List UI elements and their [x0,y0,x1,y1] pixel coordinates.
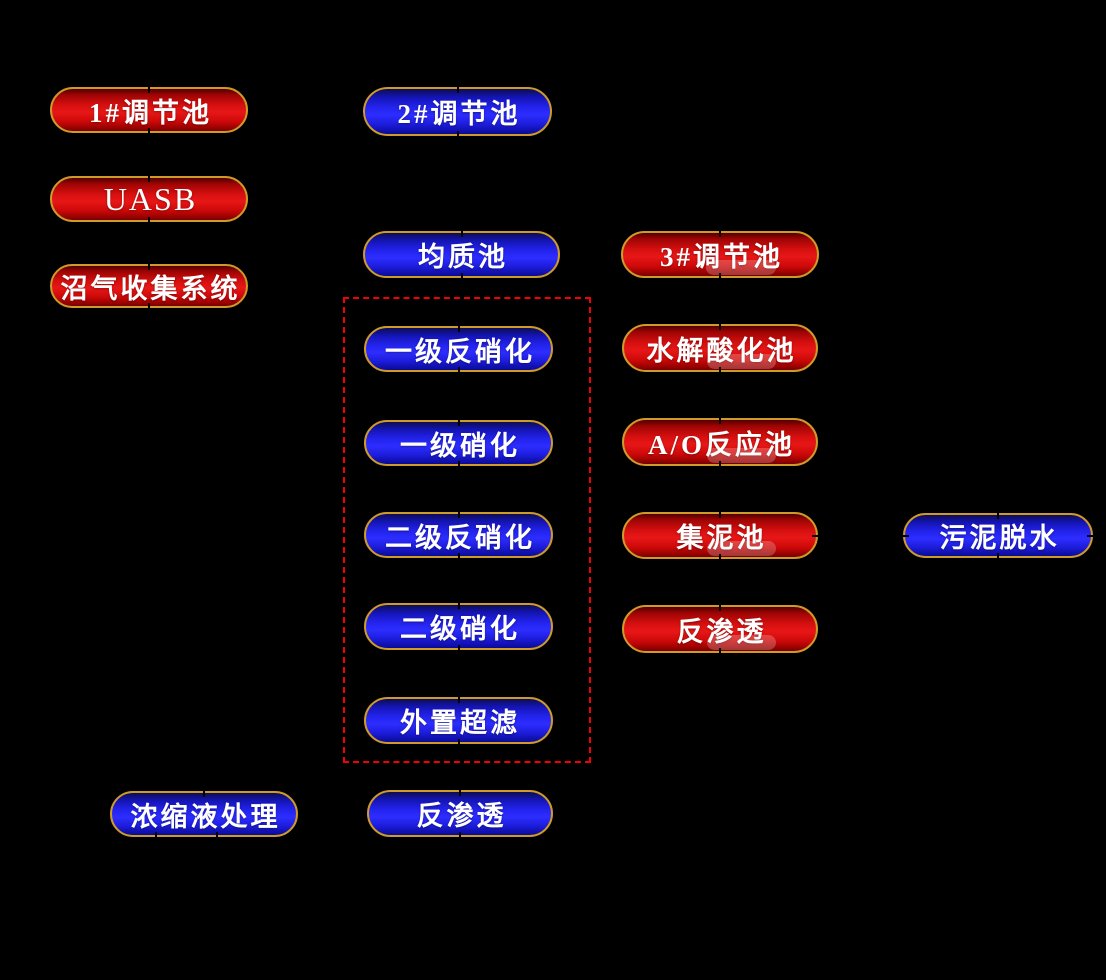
flow-node-sludge-collection-tank: 集泥池 [622,511,819,570]
dashed-group-box [343,297,591,763]
connector-tick [203,790,205,797]
connector-tick [457,645,460,661]
flow-node-label: 均质池 [418,242,508,272]
flow-node-label: 污泥脱水 [939,523,1060,553]
connector-tick [459,832,461,848]
connector-tick [457,461,460,477]
connector-tick [457,696,460,703]
connector-tick [457,419,460,426]
connector-tick [457,739,460,755]
connector-tick [719,323,721,330]
connector-tick [148,175,150,182]
flow-node-primary-denitrification: 一级反硝化 [364,325,553,383]
flow-node-regulating-tank-1: 1#调节池 [50,86,248,144]
flow-node-secondary-nitrification: 二级硝化 [364,602,553,661]
connector-tick [719,604,721,611]
connector-tick [148,86,150,93]
connector-tick [719,648,721,664]
connector-tick [456,131,459,147]
connector-tick [456,86,459,93]
flow-node-label: 二级反硝化 [385,522,535,553]
flow-node-label: 二级硝化 [400,614,520,644]
flow-node-regulating-tank-3: 3#调节池 [621,230,819,289]
connector-tick [215,832,218,848]
flow-node-ao-reaction-tank: A/O反应池 [622,417,818,477]
flow-node-biogas-collection-system: 沼气收集系统 [50,263,248,319]
flow-node-primary-nitrification: 一级硝化 [364,419,553,477]
connector-tick [457,553,460,569]
connector-tick [460,230,463,237]
flow-node-label: 3#调节池 [660,242,783,272]
connector-tick [148,263,150,270]
connector-tick [997,512,999,519]
connector-tick [457,511,460,518]
flow-node-label: 反渗透 [416,801,507,831]
flow-node-uasb-reactor: UASB [50,175,248,233]
connector-tick [148,303,150,319]
flow-node-equalization-tank: 均质池 [363,230,560,289]
flow-node-label: 2#调节池 [397,99,521,129]
connector-tick [719,367,721,383]
flow-node-label: 沼气收集系统 [60,273,241,304]
flow-node-label: 浓缩液处理 [130,801,281,832]
connector-tick [719,273,721,289]
flow-node-secondary-denitrification: 二级反硝化 [364,511,553,569]
flow-node-hydrolysis-acidification-tank: 水解酸化池 [622,323,818,383]
connector-tick [719,554,721,570]
flow-node-label: 集泥池 [676,523,767,553]
flow-node-reverse-osmosis-sludge-line: 反渗透 [622,604,818,664]
flow-node-label: 一级硝化 [400,430,520,461]
connector-tick [155,832,158,848]
flow-node-label: 1#调节池 [89,97,212,128]
connector-tick [902,534,909,537]
connector-tick [812,534,819,537]
connector-tick [148,128,150,144]
connector-tick [719,230,721,237]
connector-tick [459,789,461,796]
connector-tick [719,461,721,477]
flow-node-label: 反渗透 [676,616,767,647]
connector-tick [457,325,460,332]
connector-tick [457,602,460,609]
connector-tick [719,511,721,518]
flow-node-reverse-osmosis: 反渗透 [367,789,553,848]
connector-tick [148,217,150,233]
flow-node-concentrate-treatment: 浓缩液处理 [110,790,298,848]
flow-node-label: A/O反应池 [647,429,795,460]
connector-tick [460,273,463,289]
flow-node-regulating-tank-2: 2#调节池 [363,86,552,147]
flow-node-sludge-dewatering: 污泥脱水 [902,512,1094,569]
flow-node-label: UASB [103,180,198,217]
flow-node-label: 水解酸化池 [646,335,797,366]
connector-tick [719,417,721,424]
connector-tick [457,367,460,383]
flow-node-label: 一级反硝化 [385,336,535,367]
flow-node-label: 外置超滤 [400,708,520,738]
connector-tick [997,553,999,569]
flow-node-external-ultrafiltration: 外置超滤 [364,696,553,755]
connector-tick [1087,534,1094,537]
